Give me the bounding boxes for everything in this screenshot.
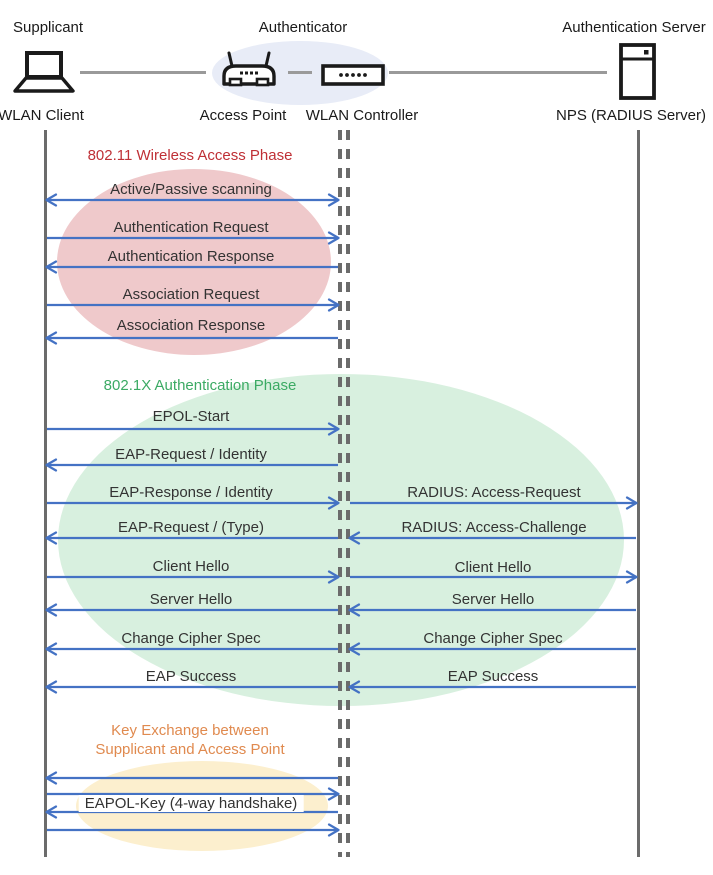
phase3-title-line1: Key Exchange between <box>111 722 269 739</box>
actor-nps-radius-server: NPS (RADIUS Server) <box>555 107 707 124</box>
laptop-icon <box>13 51 75 93</box>
msg-authentication-response: Authentication Response <box>107 248 275 265</box>
msg-eap-request-type: EAP-Request / (Type) <box>118 519 264 536</box>
msg-server-hello-right: Server Hello <box>451 591 535 608</box>
msg-eapol-key-handshake: EAPOL-Key (4-way handshake) <box>78 795 304 812</box>
msg-eap-success-left: EAP Success <box>145 668 237 685</box>
msg-active-passive-scanning: Active/Passive scanning <box>110 181 272 198</box>
connector-client-ap <box>80 71 206 74</box>
connector-ap-controller <box>288 71 312 74</box>
actor-access-point: Access Point <box>199 107 287 124</box>
msg-association-response: Association Response <box>116 317 266 334</box>
lifeline-wlan-client <box>44 130 47 857</box>
lifeline-radius-server <box>637 130 640 857</box>
msg-eap-request-identity: EAP-Request / Identity <box>115 446 267 463</box>
role-authentication-server: Authentication Server <box>562 19 706 36</box>
msg-client-hello-left: Client Hello <box>152 558 230 575</box>
role-supplicant: Supplicant <box>13 19 84 36</box>
phase2-title: 802.1X Authentication Phase <box>103 377 297 394</box>
connector-controller-server <box>389 71 607 74</box>
controller-box-icon <box>321 64 385 86</box>
wireless-router-icon <box>222 51 276 87</box>
phase1-title: 802.11 Wireless Access Phase <box>87 147 293 164</box>
actor-wlan-controller: WLAN Controller <box>305 107 419 124</box>
msg-eap-response-identity: EAP-Response / Identity <box>109 484 273 501</box>
actor-wlan-client: WLAN Client <box>0 107 84 124</box>
msg-association-request: Association Request <box>122 286 260 303</box>
msg-authentication-request: Authentication Request <box>113 219 269 236</box>
lifeline-authenticator-dashed-1 <box>338 130 342 857</box>
msg-radius-access-request: RADIUS: Access-Request <box>407 484 581 501</box>
server-icon <box>619 43 656 100</box>
role-authenticator: Authenticator <box>258 19 348 36</box>
msg-server-hello-left: Server Hello <box>149 591 233 608</box>
lifeline-authenticator-dashed-2 <box>346 130 350 857</box>
msg-radius-access-challenge: RADIUS: Access-Challenge <box>401 519 587 536</box>
msg-epol-start: EPOL-Start <box>152 408 230 425</box>
msg-eap-success-right: EAP Success <box>447 668 539 685</box>
msg-change-cipher-spec-right: Change Cipher Spec <box>423 630 563 647</box>
msg-change-cipher-spec-left: Change Cipher Spec <box>121 630 261 647</box>
phase3-title-line2: Supplicant and Access Point <box>95 741 285 758</box>
msg-client-hello-right: Client Hello <box>454 559 532 576</box>
phase3-title: Key Exchange between Supplicant and Acce… <box>95 721 284 759</box>
